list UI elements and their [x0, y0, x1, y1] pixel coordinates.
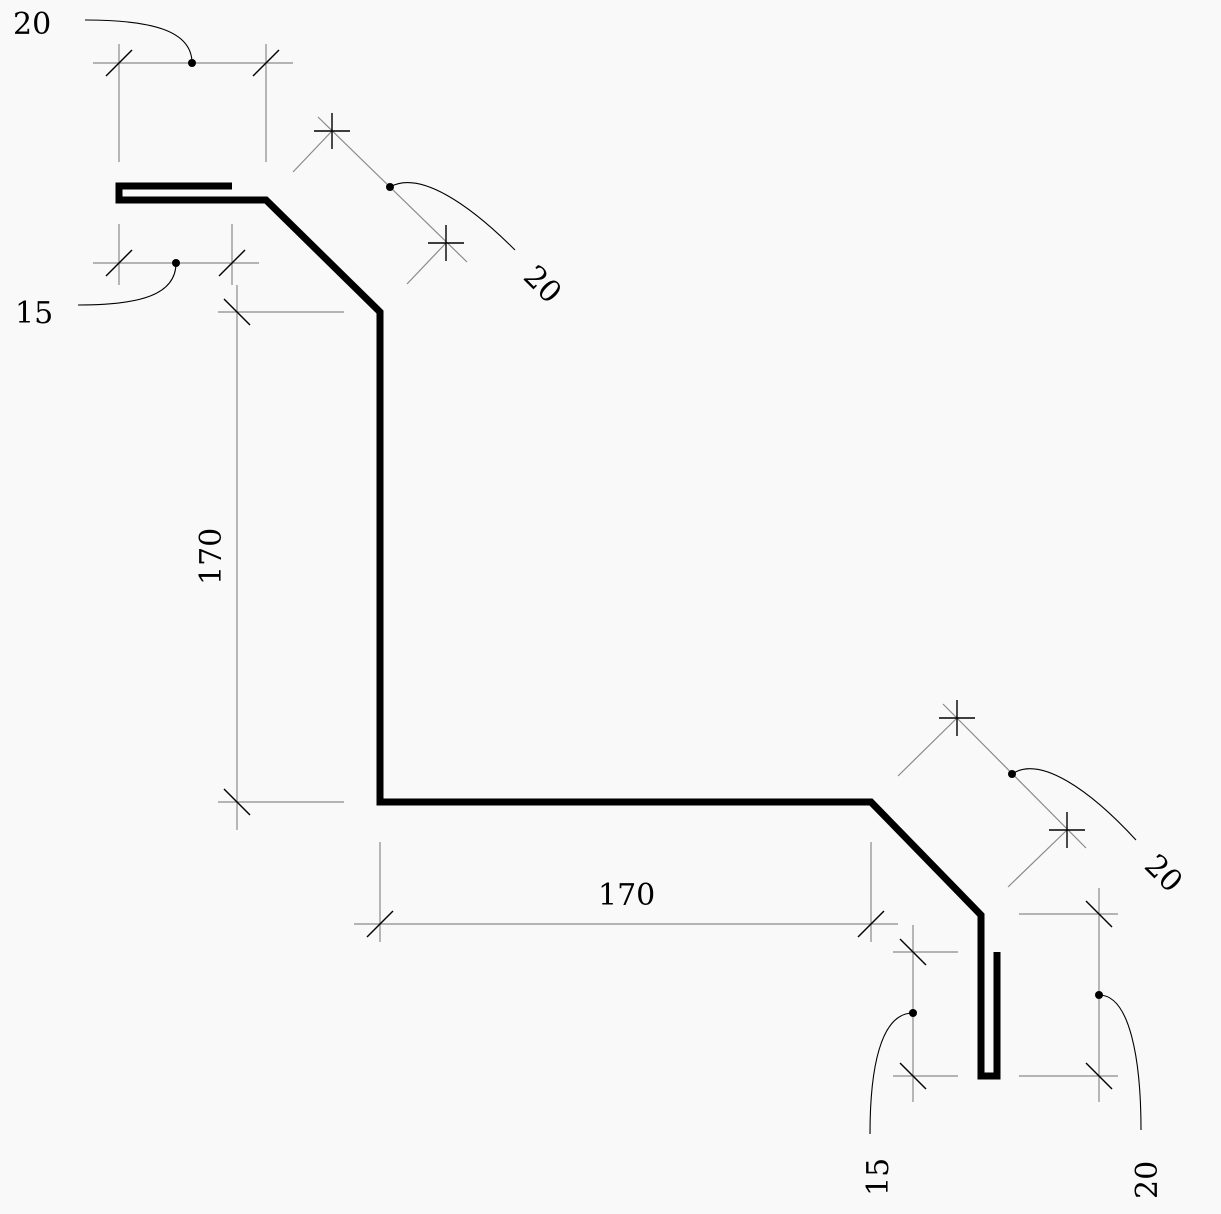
top-hem: [115, 182, 1001, 1080]
label-top-bevel: 20: [516, 259, 568, 311]
label-bottom-bevel: 20: [1137, 848, 1189, 900]
dim-bottom-hem: 15: [861, 925, 958, 1196]
dim-vertical-web: 170: [194, 285, 344, 830]
dim-top-lip: 20: [13, 7, 293, 162]
label-bottom-flange: 170: [598, 878, 655, 913]
label-vertical-web: 170: [194, 528, 229, 585]
profile-outline: [115, 182, 1001, 1080]
label-top-hem: 15: [15, 296, 53, 331]
dim-bottom-lip: 20: [1019, 888, 1165, 1199]
label-top-lip: 20: [13, 7, 51, 42]
dim-top-bevel: 20: [292, 113, 568, 311]
dim-bottom-flange: 170: [354, 842, 898, 942]
label-bottom-hem: 15: [861, 1158, 896, 1196]
label-bottom-lip: 20: [1130, 1161, 1165, 1199]
dim-top-hem: 15: [15, 224, 259, 331]
